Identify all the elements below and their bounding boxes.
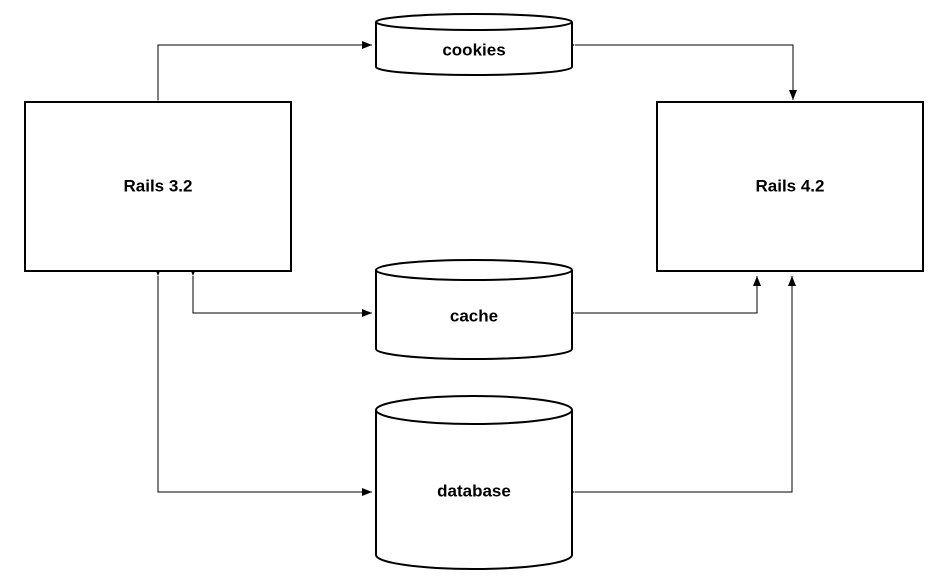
rails42-box (656, 101, 924, 272)
database-label: database (437, 481, 511, 500)
edge-rails32-database (154, 266, 372, 496)
rails32-box (24, 101, 292, 272)
edge-rails42-cookies (565, 41, 797, 100)
database-cylinder-body (375, 410, 573, 570)
node-cookies: cookies (375, 13, 573, 76)
rails42-label: Rails 4.2 (756, 176, 825, 195)
node-database: database (375, 395, 573, 570)
cookies-cylinder-top (375, 13, 573, 31)
cookies-cylinder-body (375, 22, 573, 76)
rails32-label: Rails 3.2 (124, 176, 193, 195)
edge-rails32-cache (189, 266, 372, 317)
node-cache: cache (375, 259, 573, 360)
cache-cylinder-body (375, 270, 573, 360)
edge-rails42-cache (565, 276, 761, 317)
edges (154, 41, 797, 496)
node-rails42: Rails 4.2 (656, 101, 924, 272)
edge-rails42-database (565, 276, 796, 496)
edge-rails32-cookies (154, 41, 372, 110)
cache-cylinder-top (375, 259, 573, 281)
cache-label: cache (450, 306, 498, 325)
database-cylinder-top (375, 395, 573, 425)
cookies-label: cookies (442, 40, 505, 59)
node-rails32: Rails 3.2 (24, 101, 292, 272)
